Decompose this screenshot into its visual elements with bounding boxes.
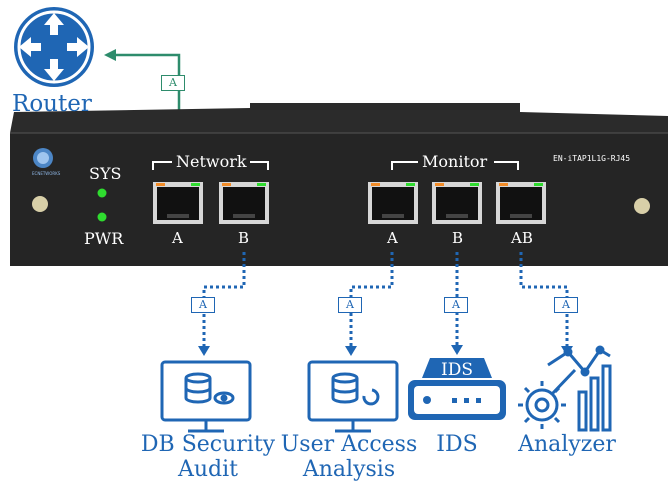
monitor-bracket [391, 161, 519, 170]
router-label: Router [12, 91, 92, 117]
analyzer-label: Analyzer [518, 432, 616, 457]
rj45-port-monitor-a [368, 182, 418, 224]
db-security-audit-label: DB Security Audit [124, 432, 292, 482]
user-access-analysis-label: User Access Analysis [274, 432, 424, 482]
network-group-label: Network [176, 152, 247, 171]
analyzer-link-tag: A [554, 297, 578, 313]
network-port-b-label: B [238, 229, 250, 247]
pwr-indicator-label: PWR [84, 229, 124, 248]
ids-label: IDS [436, 432, 478, 457]
router-icon [14, 7, 94, 87]
brand-logo-text: ECNETWORKS [32, 171, 61, 176]
arrow-user-access [345, 346, 357, 356]
user-access-link-tag: A [338, 297, 362, 313]
router-link-tag: A [161, 75, 185, 91]
tool-links [202, 252, 569, 348]
rj45-port-monitor-b [432, 182, 482, 224]
db-security-audit-label-line-2: Audit [177, 457, 239, 482]
user-access-analysis-label-line-2: Analysis [302, 457, 396, 482]
database-eye-monitor-icon [160, 360, 252, 433]
user-access-analysis-label-line-1: User Access [280, 432, 418, 457]
monitor-port-a-label: A [387, 229, 398, 247]
monitor-port-ab-label: AB [511, 229, 533, 247]
analyzer-gear-chart-icon [518, 345, 612, 432]
tap-chassis [10, 103, 668, 266]
rj45-port-network-b [219, 182, 269, 224]
model-number: EN-iTAP1L1G-RJ45 [553, 154, 631, 163]
ids-badge-text: IDS [441, 360, 473, 380]
network-port-a-label: A [172, 229, 183, 247]
ids-appliance-icon [408, 358, 506, 420]
rj45-port-network-a [153, 182, 203, 224]
rj45-port-monitor-ab [496, 182, 546, 224]
arrow-db-audit [198, 346, 210, 356]
database-sync-monitor-icon [307, 360, 399, 433]
arrow-ids [451, 345, 463, 355]
db-security-audit-label-line-1: DB Security [140, 432, 276, 457]
monitor-port-b-label: B [452, 229, 464, 247]
sys-indicator-label: SYS [89, 164, 122, 183]
monitor-group-label: Monitor [422, 152, 488, 171]
ids-link-tag: A [444, 297, 468, 313]
db-audit-link-tag: A [191, 297, 215, 313]
network-bracket [152, 161, 269, 170]
